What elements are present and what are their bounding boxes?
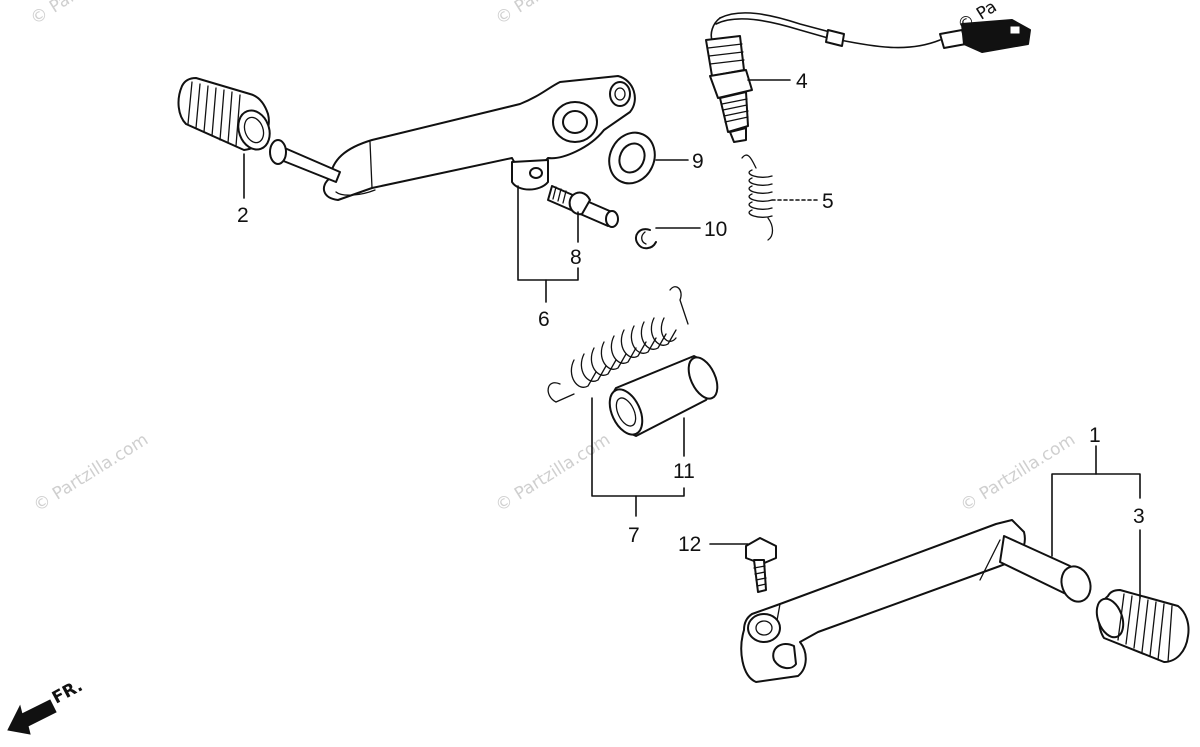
pedal-end-hole <box>609 81 631 107</box>
front-label: FR. <box>49 676 86 708</box>
bolt-12 <box>745 537 777 593</box>
watermark: © Partzilla.com <box>27 0 149 29</box>
callout-4[interactable]: 4 <box>796 70 808 93</box>
watermark: © Partzilla.com <box>30 430 152 516</box>
peg-grip-ridges <box>187 81 241 147</box>
front-arrow-icon <box>7 699 57 735</box>
sleeve-11 <box>608 355 719 437</box>
callout-7[interactable]: 7 <box>628 524 640 547</box>
return-spring-7 <box>547 286 689 403</box>
footpeg-rubber-3 <box>1098 589 1190 663</box>
callout-8[interactable]: 8 <box>570 246 582 269</box>
leader-lines <box>243 79 1141 599</box>
gear-peg-shaft <box>999 535 1071 595</box>
watermarks: © Partzilla.com © Partzilla.com © Partzi… <box>27 0 1079 516</box>
callout-2[interactable]: 2 <box>237 204 249 227</box>
watermark: © Partzilla.com <box>957 430 1079 516</box>
pivot-bolt-8 <box>547 185 619 228</box>
callout-1[interactable]: 1 <box>1089 424 1101 447</box>
callout-11[interactable]: 11 <box>673 460 695 483</box>
switch-spring-5 <box>741 154 774 241</box>
brake-switch-4 <box>705 12 1031 143</box>
peg-grip-ridges <box>1117 593 1173 663</box>
callout-10[interactable]: 10 <box>704 218 727 241</box>
callout-5[interactable]: 5 <box>822 190 834 213</box>
callout-6[interactable]: 6 <box>538 308 550 331</box>
gearshift-pedal-arm <box>740 519 1026 683</box>
watermark: © Partzilla.com <box>492 430 614 516</box>
callout-3[interactable]: 3 <box>1133 505 1145 528</box>
clip-10 <box>634 228 657 250</box>
brake-pedal-assembly <box>177 75 636 201</box>
gearshift-pedal-assembly <box>740 519 1190 683</box>
callout-9[interactable]: 9 <box>692 150 704 173</box>
watermark: © Partzilla.com <box>492 0 614 29</box>
callout-12[interactable]: 12 <box>678 533 701 556</box>
front-direction-indicator: FR. <box>7 676 86 735</box>
callouts: 1 2 3 4 5 6 7 8 9 10 11 12 <box>237 70 1145 556</box>
washer-9 <box>608 131 656 185</box>
